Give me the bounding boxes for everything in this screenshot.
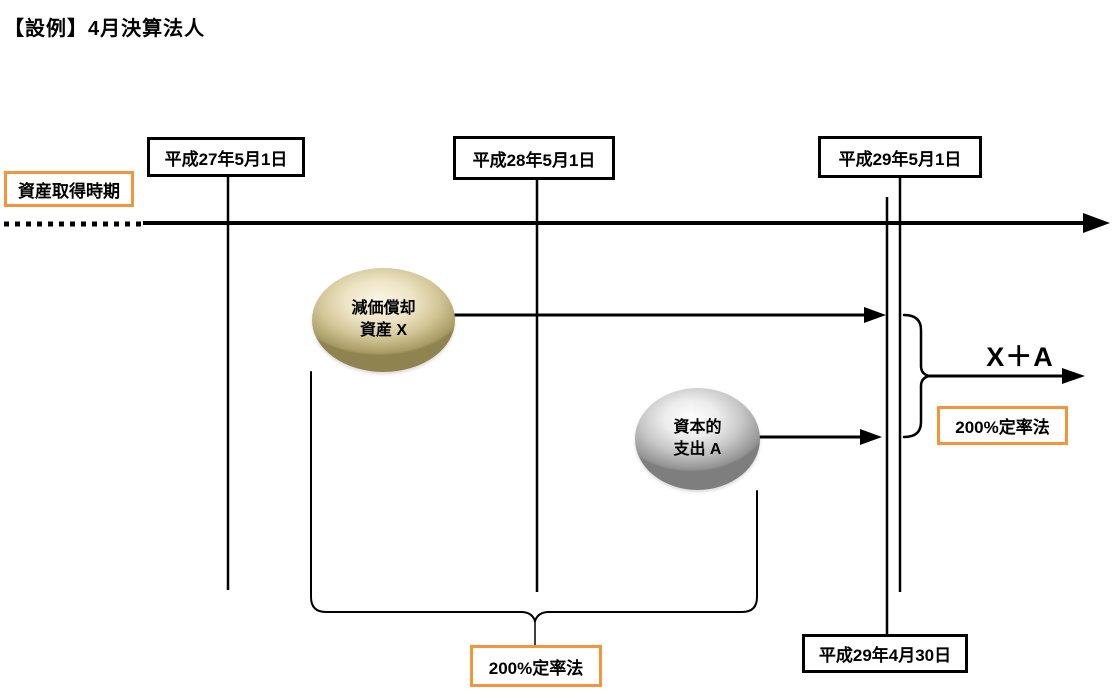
date-box-h27-05-01: 平成27年5月1日 (147, 137, 305, 177)
timeline-arrowhead (1083, 213, 1110, 233)
method-box-bottom: 200%定率法 (470, 645, 602, 687)
asset-x-label-line2: 資産 X (359, 322, 408, 339)
date-box-h29-05-01: 平成29年5月1日 (818, 136, 982, 178)
right-group-brace (902, 313, 930, 439)
asset-x-ball: 減価償却 資産 X (312, 268, 455, 372)
expenditure-a-label-line1: 資本的 (673, 419, 722, 437)
asset-x-label-line1: 減価償却 (351, 300, 416, 318)
x-plus-a-label: X＋A (986, 342, 1054, 372)
expenditure-a-arrowhead (860, 429, 882, 445)
asset-acquisition-label: 資産取得時期 (4, 171, 134, 207)
asset-x-arrowhead (864, 307, 886, 323)
expenditure-a-ball: 資本的 支出 A (635, 388, 760, 490)
method-box-right: 200%定率法 (937, 406, 1068, 445)
date-box-h29-04-30: 平成29年4月30日 (802, 634, 968, 673)
page-title: 【設例】4月決算法人 (4, 18, 206, 40)
expenditure-a-label-line2: 支出 A (673, 441, 722, 458)
date-box-h28-05-01: 平成28年5月1日 (453, 136, 615, 180)
x-plus-a-arrowhead (1062, 368, 1085, 384)
